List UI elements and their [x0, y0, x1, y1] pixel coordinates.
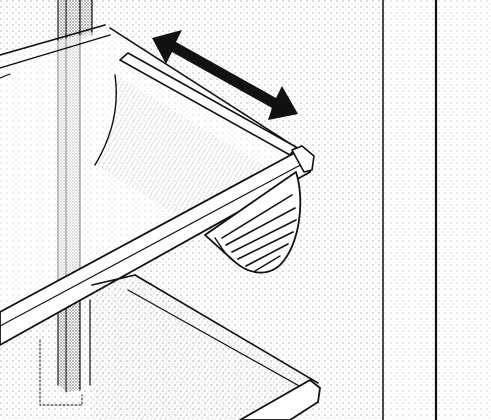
- slide-direction-arrow: [152, 30, 298, 120]
- upper-shelf: [0, 24, 315, 346]
- slide-out-bin: [204, 171, 302, 274]
- lower-shelf: [89, 274, 321, 420]
- right-side-panel: [382, 0, 491, 420]
- rail-foot-outline: [39, 339, 83, 406]
